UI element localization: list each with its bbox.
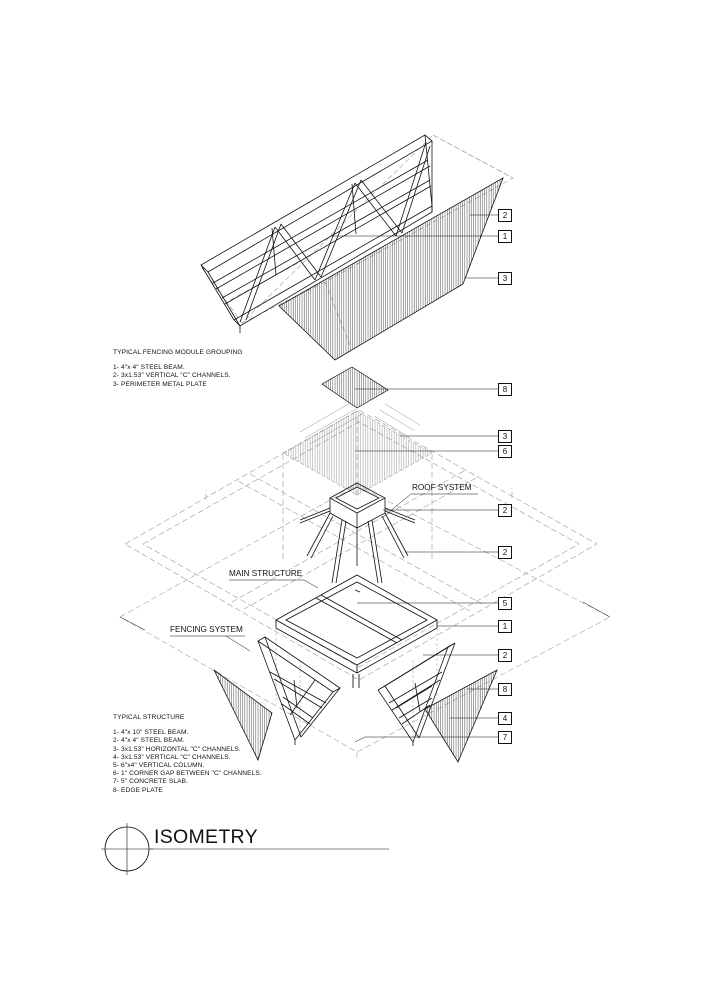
callout-box: 1 [498, 620, 512, 633]
structure-legend-title: TYPICAL STRUCTURE [113, 714, 185, 721]
structure-legend-item: 2- 4"x 4" STEEL BEAM. [113, 737, 185, 745]
callout-box: 2 [498, 649, 512, 662]
callout-box: 7 [498, 731, 512, 744]
structure-legend-item: 6- 1" CORNER GAP BETWEEN "C" CHANNELS. [113, 770, 262, 778]
callout-box: 1 [498, 230, 512, 243]
structure-legend: TYPICAL STRUCTURE 1- 4"x 10" STEEL BEAM.… [113, 714, 262, 795]
structure-legend-item: 8- EDGE PLATE [113, 786, 163, 794]
fencing-module-assembly [200, 134, 514, 361]
slab-outline [119, 484, 611, 760]
fencing-legend-item: 2- 3x1.53" VERTICAL "C" CHANNELS. [113, 372, 231, 380]
structure-legend-item: 7- 5" CONCRETE SLAB. [113, 778, 189, 786]
frame-columns-hidden [275, 628, 438, 740]
callout-box: 2 [498, 209, 512, 222]
roof-plate [282, 366, 433, 496]
callout-box: 5 [498, 597, 512, 610]
structure-legend-item: 3- 3x1.53" HORIZONTAL "C" CHANNELS. [113, 745, 241, 753]
structure-legend-item: 5- 6"x4" VERTICAL COLUMN. [113, 762, 205, 770]
right-fencing-module [377, 642, 498, 763]
fencing-legend: TYPICAL FENCING MODULE GROUPING 1- 4"x 4… [113, 349, 243, 389]
fencing-leaders [330, 214, 498, 279]
truss-frame [200, 134, 433, 333]
callout-box: 2 [498, 504, 512, 517]
fencing-legend-item: 3- PERIMETER METAL PLATE [113, 380, 207, 388]
page-title: ISOMETRY [154, 826, 258, 848]
fencing-system-label: FENCING SYSTEM [170, 625, 243, 634]
main-steel-frame [275, 574, 438, 688]
main-assembly [119, 366, 611, 763]
fencing-legend-title: TYPICAL FENCING MODULE GROUPING [113, 349, 243, 356]
structure-legend-item: 1- 4"x 10" STEEL BEAM. [113, 729, 189, 737]
perimeter-metal-plate [278, 177, 504, 361]
callout-box: 3 [498, 430, 512, 443]
callout-box: 8 [498, 383, 512, 396]
callout-box: 2 [498, 546, 512, 559]
title-block [101, 823, 389, 875]
callout-box: 3 [498, 272, 512, 285]
roof-system-label: ROOF SYSTEM [412, 483, 472, 492]
left-fencing-module [213, 636, 341, 762]
structure-leaders [354, 388, 498, 743]
main-structure-label: MAIN STRUCTURE [229, 569, 303, 578]
roof-crown-frame [299, 482, 416, 584]
fencing-legend-item: 1- 4"x 4" STEEL BEAM. [113, 364, 185, 372]
callout-box: 4 [498, 712, 512, 725]
structure-legend-item: 4- 3x1.53" VERTICAL "C" CHANNELS. [113, 753, 231, 761]
callout-box: 8 [498, 683, 512, 696]
system-label-leaders [170, 493, 478, 652]
slab-edge [119, 601, 611, 631]
callout-box: 6 [498, 445, 512, 458]
